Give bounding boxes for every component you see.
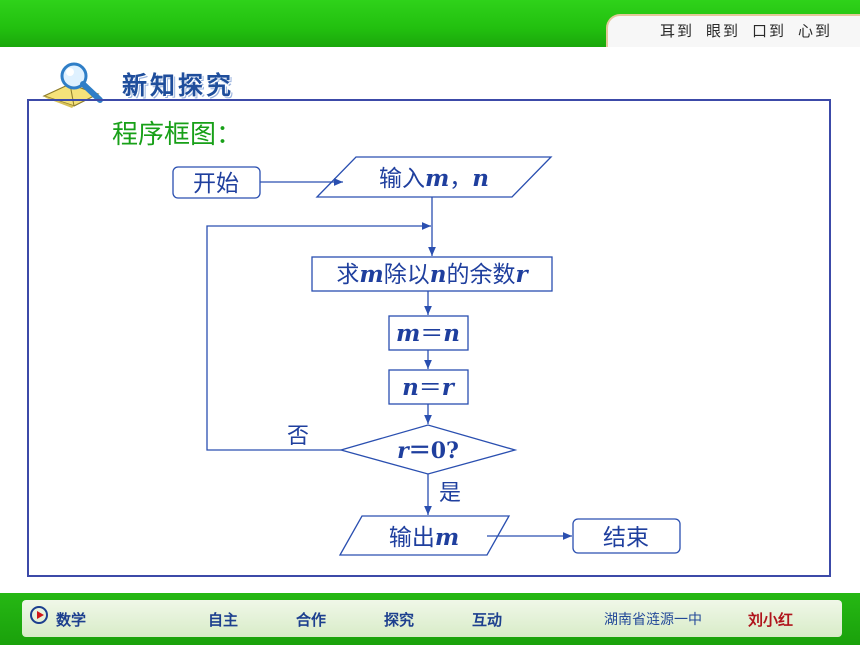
process-remainder-node xyxy=(311,256,553,292)
end-node xyxy=(572,518,681,554)
edge-label-yes: 是 xyxy=(439,481,461,506)
section-heading: 新知探究 xyxy=(40,60,300,110)
footer-nav-zizhu[interactable]: 自主 xyxy=(208,611,239,629)
bottom-banner-strip xyxy=(22,600,842,637)
edge-label-no: 否 xyxy=(287,424,309,449)
top-link-ear: 耳到 xyxy=(659,22,694,40)
end-label: 结束 xyxy=(603,525,649,551)
top-links: 耳到 眼到 口到 心到 xyxy=(660,20,832,41)
top-banner-tab xyxy=(606,14,860,47)
footer-nav-tanjiu[interactable]: 探究 xyxy=(384,611,415,629)
footer-school: 湖南省涟源一中 xyxy=(604,612,702,628)
footer-subject: 数学 xyxy=(56,611,87,629)
top-banner: 耳到 眼到 口到 心到 xyxy=(0,0,860,47)
process-remainder-label: 求m除以n的余数r xyxy=(336,261,529,288)
assign-m-label: m＝n xyxy=(396,320,460,347)
decision-node xyxy=(338,424,518,475)
input-label: 输入m，n xyxy=(379,165,489,192)
output-label: 输出m xyxy=(389,524,459,551)
bottom-banner: 数学 自主 合作 探究 互动 湖南省涟源一中 刘小红 xyxy=(0,593,860,645)
footer-author: 刘小红 xyxy=(748,611,794,629)
input-node xyxy=(315,156,553,198)
section-title: 新知探究 xyxy=(122,71,235,100)
assign-n-label: n＝r xyxy=(402,374,456,401)
top-link-eye: 眼到 xyxy=(705,22,740,40)
top-link-heart: 心到 xyxy=(797,22,832,40)
footer-nav-hezuo[interactable]: 合作 xyxy=(296,611,327,629)
footer-nav-hudong[interactable]: 互动 xyxy=(472,611,503,629)
edge-loop-back xyxy=(206,222,431,451)
decision-label: r＝0? xyxy=(397,438,459,464)
slide-subtitle: 程序框图： xyxy=(112,120,243,150)
content-frame xyxy=(27,99,831,577)
start-label: 开始 xyxy=(193,171,239,197)
output-node xyxy=(338,515,511,556)
top-link-mouth: 口到 xyxy=(751,22,786,40)
play-icon[interactable] xyxy=(30,606,48,624)
